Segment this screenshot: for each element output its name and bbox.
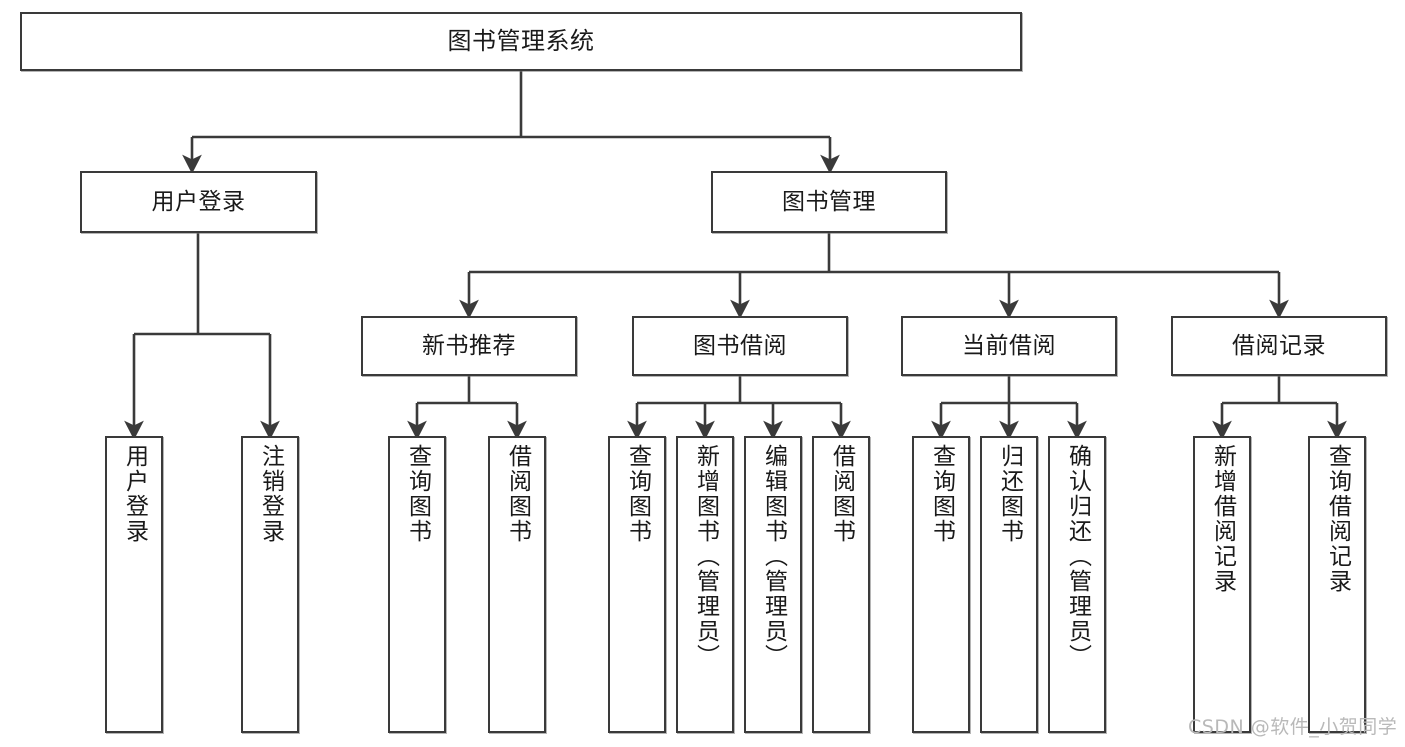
node-book-borrow-label: 图书借阅 — [693, 332, 787, 359]
node-leaf-edit-book-label: 编辑图书（管理员） — [760, 444, 787, 669]
node-leaf-return-book-label: 归还图书 — [996, 444, 1023, 544]
node-root-label: 图书管理系统 — [447, 26, 595, 55]
node-borrow-record-label: 借阅记录 — [1232, 332, 1326, 359]
node-leaf-add-book[interactable]: 新增图书（管理员） — [676, 436, 734, 733]
node-leaf-query-book-3-label: 查询图书 — [928, 444, 955, 544]
node-leaf-add-borrow-record[interactable]: 新增借阅记录 — [1193, 436, 1251, 733]
node-root[interactable]: 图书管理系统 — [20, 12, 1022, 71]
node-book-management-label: 图书管理 — [782, 188, 876, 215]
node-leaf-query-borrow-record-label: 查询借阅记录 — [1324, 444, 1351, 594]
node-leaf-borrow-book-1[interactable]: 借阅图书 — [488, 436, 546, 733]
node-leaf-query-book-2[interactable]: 查询图书 — [608, 436, 666, 733]
node-leaf-query-book-1[interactable]: 查询图书 — [388, 436, 446, 733]
node-leaf-return-book[interactable]: 归还图书 — [980, 436, 1038, 733]
node-leaf-logout-login-label: 注销登录 — [257, 444, 284, 544]
node-leaf-query-book-3[interactable]: 查询图书 — [912, 436, 970, 733]
node-book-borrow[interactable]: 图书借阅 — [632, 316, 848, 376]
node-book-management[interactable]: 图书管理 — [711, 171, 947, 233]
node-current-borrow-label: 当前借阅 — [962, 332, 1056, 359]
node-leaf-borrow-book-2-label: 借阅图书 — [828, 444, 855, 544]
node-leaf-borrow-book-1-label: 借阅图书 — [504, 444, 531, 544]
node-leaf-add-book-label: 新增图书（管理员） — [692, 444, 719, 669]
csdn-watermark: CSDN @软件_小贺同学 — [1188, 716, 1398, 738]
node-user-login-label: 用户登录 — [151, 188, 246, 215]
node-leaf-confirm-return[interactable]: 确认归还（管理员） — [1048, 436, 1106, 733]
node-new-book-recommend-label: 新书推荐 — [422, 332, 516, 359]
node-leaf-borrow-book-2[interactable]: 借阅图书 — [812, 436, 870, 733]
node-leaf-user-login-label: 用户登录 — [121, 444, 148, 544]
node-leaf-query-book-2-label: 查询图书 — [624, 444, 651, 544]
node-leaf-user-login[interactable]: 用户登录 — [105, 436, 163, 733]
node-leaf-confirm-return-label: 确认归还（管理员） — [1064, 444, 1091, 669]
node-leaf-query-book-1-label: 查询图书 — [404, 444, 431, 544]
node-borrow-record[interactable]: 借阅记录 — [1171, 316, 1387, 376]
node-leaf-logout-login[interactable]: 注销登录 — [241, 436, 299, 733]
node-leaf-query-borrow-record[interactable]: 查询借阅记录 — [1308, 436, 1366, 733]
node-leaf-edit-book[interactable]: 编辑图书（管理员） — [744, 436, 802, 733]
node-leaf-add-borrow-record-label: 新增借阅记录 — [1209, 444, 1236, 594]
node-new-book-recommend[interactable]: 新书推荐 — [361, 316, 577, 376]
node-current-borrow[interactable]: 当前借阅 — [901, 316, 1117, 376]
node-user-login[interactable]: 用户登录 — [80, 171, 317, 233]
